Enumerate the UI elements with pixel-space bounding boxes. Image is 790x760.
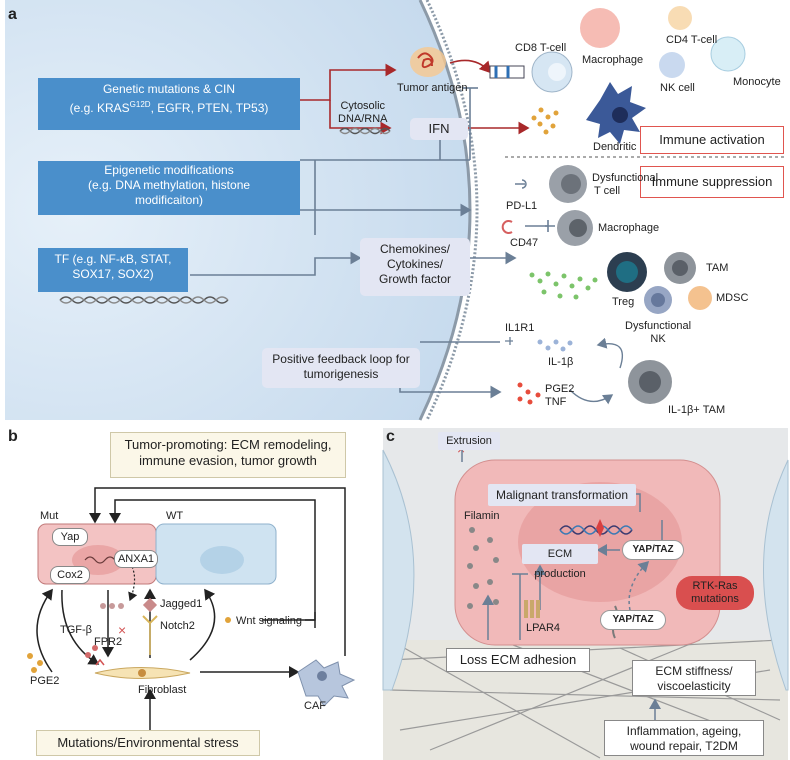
tam-label: TAM [706,262,729,274]
pge2-b-label: PGE2 [30,675,60,687]
tf-line1: TF (e.g. NF-κB, STAT, [54,252,172,266]
epigenetic-line2: (e.g. DNA methylation, histone [87,178,251,192]
ecm-stiffness-box: ECM stiffness/viscoelasticity [632,660,756,696]
cd4-label: CD4 T-cell [666,34,718,46]
yaptaz-nuclear-pill: YAP/TAZ [622,540,684,560]
nk-label: NK cell [660,82,695,94]
il1b-label: IL-1β [548,356,574,368]
tumor-promoting-box: Tumor-promoting: ECM remodeling,immune e… [110,432,346,478]
wt-label: WT [166,510,184,522]
cd47-label: CD47 [510,237,539,249]
panel-label-b: b [8,428,18,445]
genetic-box-line2: (e.g. KRASG12D, EGFR, PTEN, TP53) [69,100,269,115]
svg-text:×: × [118,622,126,638]
cytokine-dots [531,107,559,135]
filamin-label: Filamin [464,510,500,522]
malignant-box: Malignant transformation [488,484,636,506]
macrophage2-label: Macrophage [598,222,660,234]
immune-cells [489,6,746,405]
immune-activation-box: Immune activation [640,126,784,154]
macrophage-label: Macrophage [582,54,644,66]
il1b-tam-label: IL-1β+ TAM [668,404,726,416]
inflammation-box: Inflammation, ageing,wound repair, T2DM [604,720,764,756]
anxa1-box: ANXA1 [114,550,158,568]
tnf-label: TNF [545,396,567,408]
pdl1-label: PD-L1 [506,200,538,212]
genetic-box-line1: Genetic mutations & CIN [102,82,236,96]
yaptaz-cyto-pill: YAP/TAZ [600,610,666,630]
tumor-antigen-icon [410,47,446,77]
fibroblast-label: Fibroblast [138,684,187,696]
fpr2-label: FPR2 [94,636,123,648]
tf-line2: SOX17, SOX2) [72,267,154,281]
wnt-label: Wnt signaling [236,615,303,627]
il1r1-label: IL1R1 [505,322,535,334]
panel-label-a: a [8,6,17,23]
mdsc-label: MDSC [716,292,749,304]
tgfb-label: TGF-β [60,624,92,636]
pge2-a-label: PGE2 [545,383,575,395]
epigenetic-line3: modificaiton) [134,193,204,207]
extrusion-box: Extrusion [438,432,500,450]
notch2-label: Notch2 [160,620,195,632]
ecm-production-box: ECM production [522,544,598,580]
panel-label-c: c [386,428,395,445]
cox2-box: Cox2 [50,566,90,584]
immune-suppression-box: Immune suppression [640,166,784,198]
tumor-antigen-label: Tumor antigen [397,82,468,94]
chemokines-box: Chemokines/Cytokines/Growth factor [360,238,470,296]
epigenetic-line1: Epigenetic modifications [104,163,234,177]
jagged1-label: Jagged1 [160,598,203,610]
genetic-mutations-box: Genetic mutations & CIN (e.g. KRASG12D, … [38,78,300,130]
treg-label: Treg [612,296,635,308]
tf-box: TF (e.g. NF-κB, STAT, SOX17, SOX2) [38,248,188,292]
dna-icon [59,127,391,304]
panel-b-graphics: × [27,487,356,730]
caf-label: CAF [304,700,326,712]
cd8-label: CD8 T-cell [515,42,567,54]
ifn-box: IFN [410,118,468,140]
lpar4-label: LPAR4 [526,622,561,634]
loss-ecm-box: Loss ECM adhesion [446,648,590,672]
mut-label: Mut [40,510,59,522]
filamin-icon [467,527,499,609]
mutations-stress-box: Mutations/Environmental stress [36,730,260,756]
yap-box: Yap [52,528,88,546]
epigenetic-box: Epigenetic modifications (e.g. DNA methy… [38,161,300,215]
monocyte-label: Monocyte [733,76,781,88]
